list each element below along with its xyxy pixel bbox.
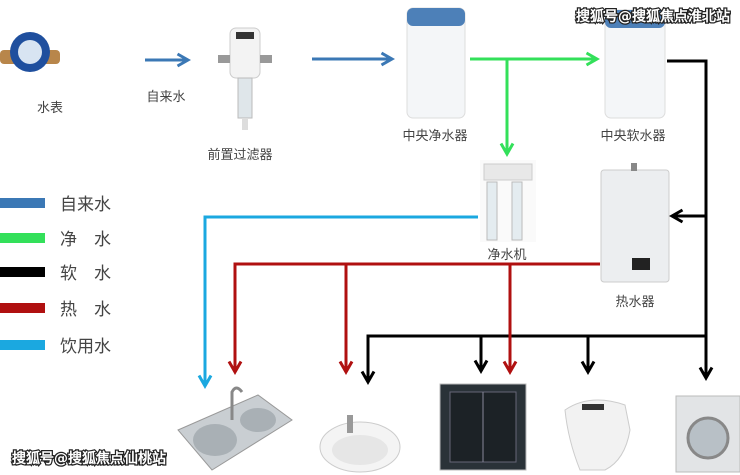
- legend-label-drinking: 饮用水: [60, 337, 111, 357]
- legend-label-hot: 热 水: [60, 300, 111, 320]
- legend-swatch-soft: [0, 267, 45, 277]
- legend-swatch-purified: [0, 233, 45, 243]
- water-softener-icon: [604, 9, 666, 119]
- legend: 自来水 净 水 软 水 热 水 饮用水: [0, 195, 111, 357]
- label-central-purifier: 中央净水器: [402, 129, 467, 144]
- label-filter: 前置过滤器: [207, 147, 272, 163]
- kitchen-sink-icon: [177, 386, 293, 471]
- water-meter-icon: [0, 32, 60, 72]
- label-meter: 水表: [37, 101, 63, 116]
- legend-swatch-tap: [0, 198, 45, 208]
- wash-basin-icon: [319, 415, 401, 473]
- label-tap-water-flow: 自来水: [146, 90, 185, 105]
- label-heater: 热水器: [615, 295, 654, 310]
- legend-swatch-drinking: [0, 340, 45, 350]
- water-purifier-machine-icon: [480, 160, 536, 242]
- pipe-soft-branch: [360, 334, 706, 386]
- pipe-hot-main: [227, 262, 600, 376]
- pipe-soft-main: [667, 59, 714, 382]
- legend-label-soft: 软 水: [60, 264, 111, 284]
- watermark-bottom: 搜狐号@搜狐焦点仙桃站: [12, 450, 166, 467]
- label-softener: 中央软水器: [600, 129, 665, 144]
- water-heater-icon: [600, 163, 670, 283]
- pipe-drinking: [197, 215, 478, 390]
- smart-toilet-icon: [564, 399, 631, 471]
- washing-machine-icon: [675, 395, 740, 473]
- pre-filter-icon: [218, 27, 272, 130]
- legend-swatch-hot: [0, 303, 45, 313]
- central-purifier-icon: [406, 7, 466, 119]
- legend-label-purified: 净 水: [60, 230, 111, 250]
- shower-room-icon: [439, 383, 527, 471]
- watermark-top: 搜狐号@搜狐焦点淮北站: [576, 8, 730, 25]
- legend-label-tap: 自来水: [60, 195, 111, 215]
- label-purifier-machine: 净水机: [487, 248, 526, 263]
